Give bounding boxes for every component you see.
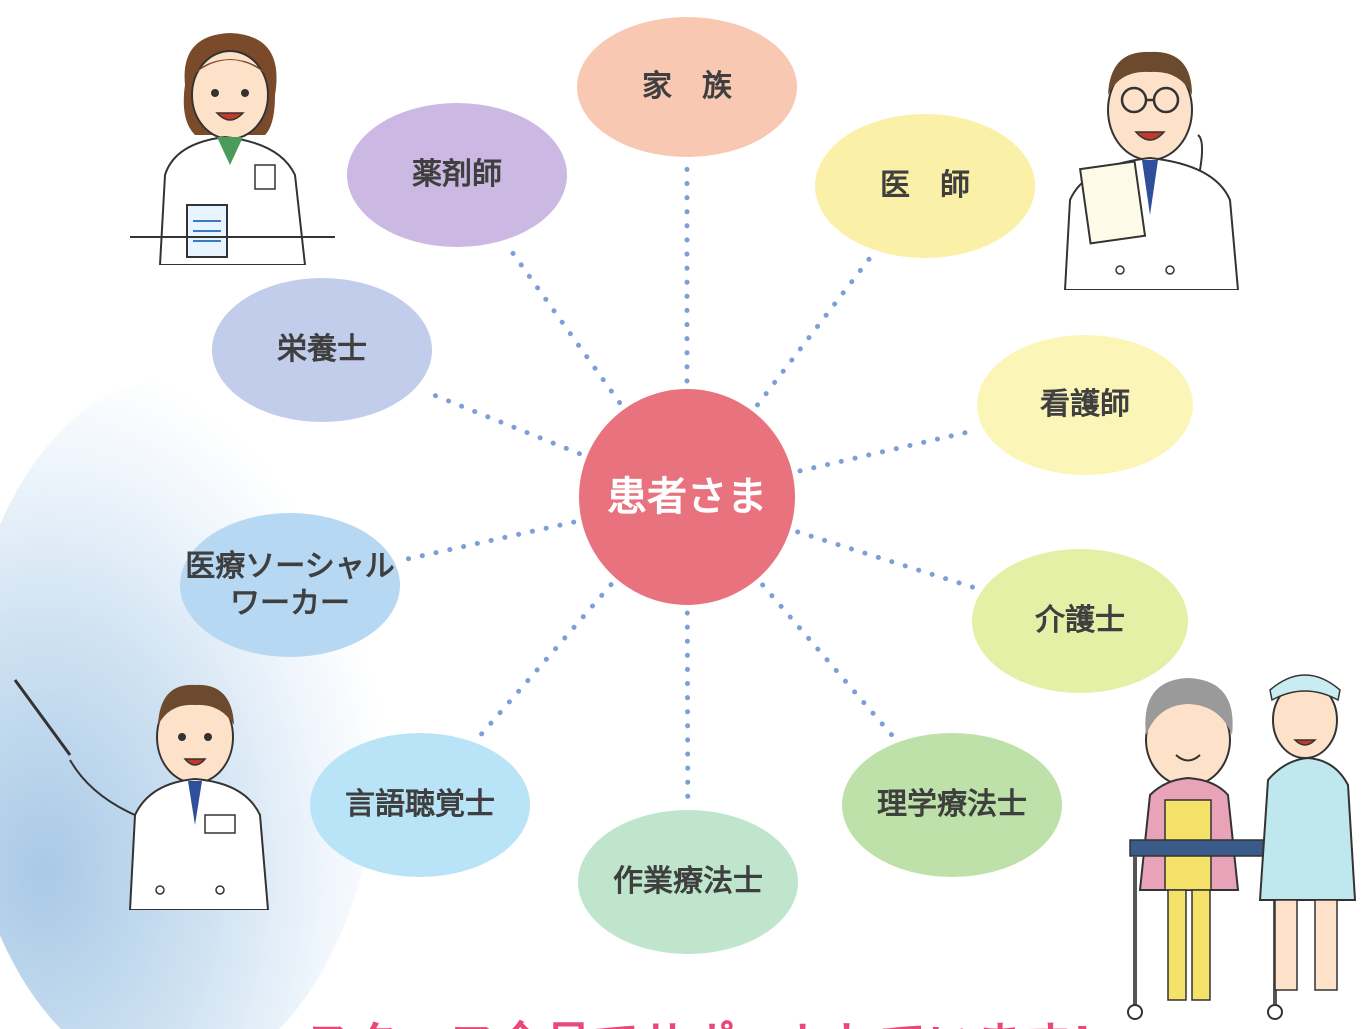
node-family: 家 族 [577,17,797,157]
connector-dietitian [422,388,582,457]
node-social-worker: 医療ソーシャル ワーカー [180,513,400,657]
node-pharmacist: 薬剤師 [347,103,567,247]
connector-speech-therapist [478,582,614,738]
node-care-worker: 介護士 [972,549,1188,693]
caregiver-elderly-illustration [1127,674,1357,1020]
node-nurse: 看護師 [977,335,1193,475]
connector-care-worker [795,529,976,590]
doctor-illustration [1063,51,1240,290]
node-doctor: 医 師 [815,114,1035,258]
node-speech-therapist: 言語聴覚士 [310,733,530,877]
connector-doctor [754,255,873,408]
node-dietitian: 栄養士 [212,278,432,422]
pharmacist-illustration [130,33,335,265]
node-physical-therapist: 理学療法士 [842,733,1062,877]
node-patient-center: 患者さま [579,389,795,605]
connector-pharmacist [506,245,623,406]
connector-social-worker [401,519,577,563]
connector-nurse [797,428,977,474]
node-occupational-therapist: 作業療法士 [578,810,798,954]
lecturer-illustration [13,679,270,910]
connector-physical-therapist [760,582,895,738]
banner-text: スタッフ全員でサポートしています! [200,1008,1200,1029]
